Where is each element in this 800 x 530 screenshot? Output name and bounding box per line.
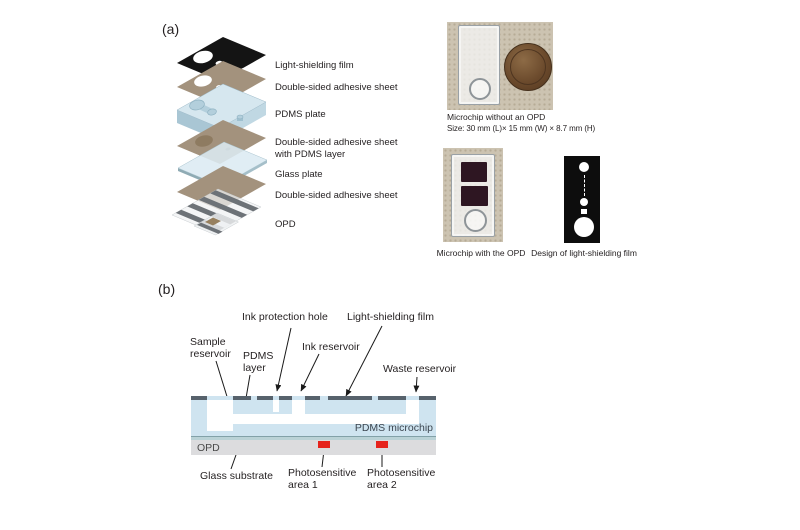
- film-design-top-hole: [579, 162, 589, 172]
- film-design-square-hole: [581, 209, 587, 214]
- film-design-mid-hole: [580, 198, 588, 206]
- film-design-channel-dashes: [583, 175, 585, 196]
- ink-reservoir-arrow: [300, 353, 320, 392]
- layer-label-pdms-plate: PDMS plate: [275, 109, 326, 120]
- film-design-large-hole: [574, 217, 594, 237]
- label-photosensitive-area-2: Photosensitive area 2: [367, 467, 435, 491]
- light-shielding-film-arrow: [345, 325, 383, 397]
- ink-protection-hole-arrow: [275, 327, 292, 392]
- exploded-stack: [171, 37, 268, 236]
- caption-microchip-without-opd: Microchip without an OPD: [447, 112, 546, 122]
- panel-b-marker: (b): [158, 281, 176, 297]
- photosensitive-area-1-marker: [318, 441, 330, 448]
- microchip-with-opd-body: [451, 154, 495, 237]
- film-segment: [378, 396, 406, 400]
- layer-light-shielding-film-shape: [177, 37, 266, 81]
- layer-opd-shape: [171, 188, 262, 236]
- label-photosensitive-area-2-line1: Photosensitive: [367, 467, 436, 479]
- layer-label-adhesive-with-pdms-line1: Double-sided adhesive sheet: [275, 137, 398, 148]
- label-pdms-layer-line1: PDMS: [243, 350, 274, 362]
- ink-protection-hole-cutout: [273, 400, 279, 412]
- layer-adhesive-sheet-2-shape: [177, 166, 266, 210]
- layer-label-glass-plate: Glass plate: [275, 169, 323, 180]
- layer-label-adhesive-1: Double-sided adhesive sheet: [275, 82, 398, 93]
- film-segment: [328, 396, 372, 400]
- coin-inner-ring: [510, 49, 546, 85]
- label-pdms-layer-line2: layer: [243, 362, 266, 374]
- opd-layer-box: [191, 440, 436, 455]
- layer-label-adhesive-with-pdms: Double-sided adhesive sheet with PDMS la…: [275, 137, 398, 161]
- layer-adhesive-with-pdms-shape: [177, 120, 266, 164]
- label-sample-reservoir-line1: Sample: [190, 336, 226, 348]
- label-photosensitive-area-2-line2: area 2: [367, 479, 397, 491]
- sample-reservoir-cutout: [207, 400, 233, 431]
- layer-glass-plate-shape: [177, 141, 268, 189]
- label-photosensitive-area-1-line2: area 1: [288, 479, 318, 491]
- film-segment: [305, 396, 320, 400]
- layer-adhesive-sheet-1-shape: [177, 61, 266, 105]
- label-photosensitive-area-1: Photosensitive area 1: [288, 467, 356, 491]
- layer-label-adhesive-with-pdms-line2: with PDMS layer: [275, 149, 346, 160]
- coin: [504, 43, 552, 91]
- light-shielding-film-design: [564, 156, 600, 243]
- photo-microchip-with-opd: [443, 148, 503, 242]
- waste-reservoir-arrow: [413, 376, 420, 393]
- microchip-body: [458, 25, 500, 105]
- layer-label-opd: OPD: [275, 219, 296, 230]
- microchip-reservoir-ring: [469, 78, 491, 100]
- layer-pdms-plate-shape: [176, 83, 267, 141]
- label-sample-reservoir: Sample reservoir: [190, 336, 231, 360]
- label-opd: OPD: [197, 442, 220, 454]
- photosensitive-area-2-marker: [376, 441, 388, 448]
- label-photosensitive-area-1-line1: Photosensitive: [288, 467, 357, 479]
- label-ink-protection-hole: Ink protection hole: [242, 311, 328, 323]
- glass-substrate-strip: [191, 436, 436, 440]
- microchannel-cutout: [233, 414, 419, 424]
- opd-pixel-2: [461, 186, 488, 206]
- film-segment: [419, 396, 436, 400]
- layer-label-adhesive-2: Double-sided adhesive sheet: [275, 190, 398, 201]
- caption-film-design: Design of light-shielding film: [531, 248, 637, 258]
- photo-microchip-without-opd: [447, 22, 553, 110]
- opd-pixel-1: [461, 162, 487, 182]
- label-sample-reservoir-line2: reservoir: [190, 348, 231, 360]
- label-pdms-microchip: PDMS microchip: [354, 422, 433, 434]
- layer-label-light-shielding-film: Light-shielding film: [275, 60, 354, 71]
- label-glass-substrate: Glass substrate: [200, 470, 273, 482]
- caption-microchip-with-opd: Microchip with the OPD: [436, 248, 526, 258]
- film-segment: [279, 396, 292, 400]
- panel-a-marker: (a): [162, 21, 180, 37]
- film-segment: [191, 396, 207, 400]
- label-waste-reservoir: Waste reservoir: [383, 363, 457, 375]
- caption-microchip-size: Size: 30 mm (L)× 15 mm (W) × 8.7 mm (H): [447, 124, 596, 133]
- film-segment: [233, 396, 251, 400]
- label-ink-reservoir: Ink reservoir: [302, 341, 360, 353]
- label-pdms-layer: PDMS layer: [243, 350, 273, 374]
- microchip-reservoir-ring-2: [464, 209, 487, 232]
- film-segment: [257, 396, 273, 400]
- label-light-shielding-film: Light-shielding film: [347, 311, 434, 323]
